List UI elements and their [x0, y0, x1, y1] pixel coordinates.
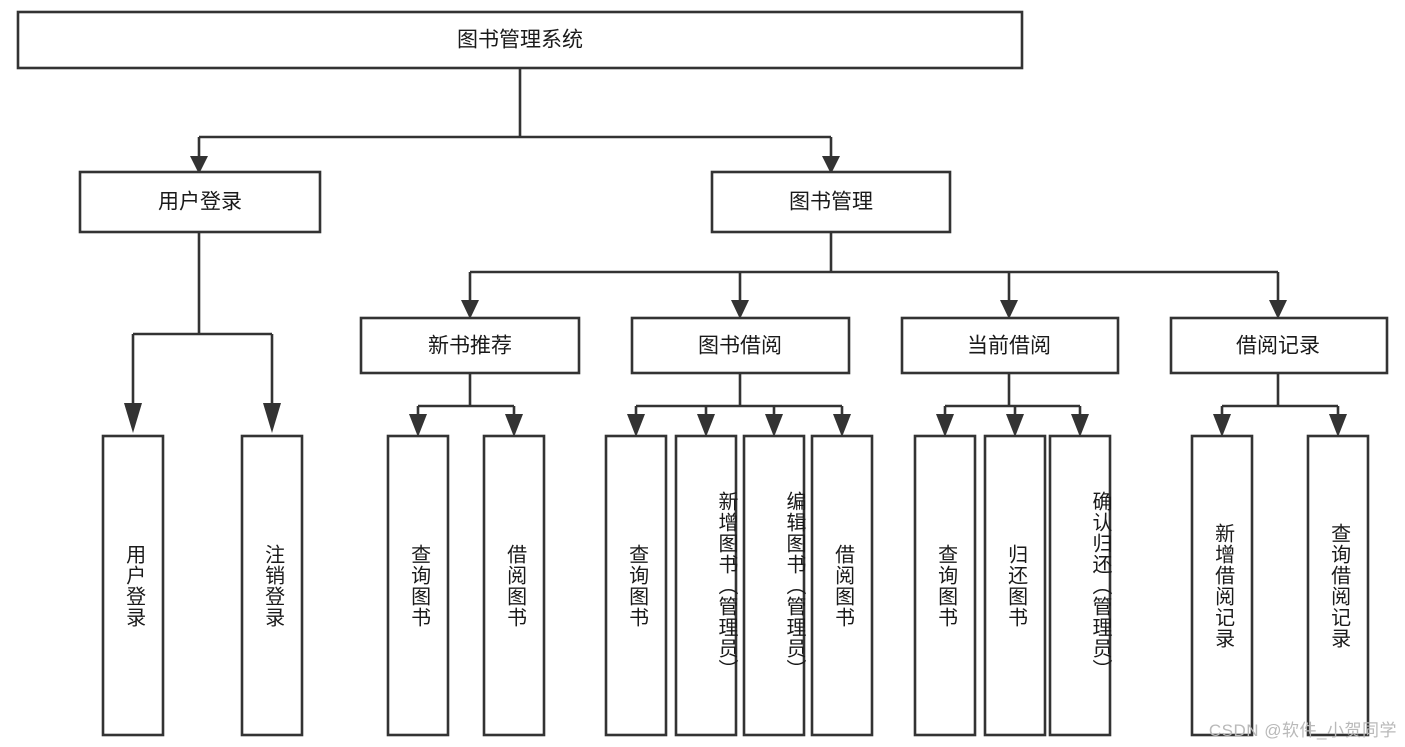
arrow-head-leaf-6	[697, 414, 715, 437]
node-book-borrow[interactable]: 图书借阅	[630, 316, 851, 375]
arrow-head-new-book-rec	[461, 300, 479, 319]
node-leaf-13-box[interactable]	[1306, 434, 1370, 737]
arrow-head-leaf-4	[505, 414, 523, 437]
arrow-head-leaf-2	[263, 403, 281, 433]
node-book-borrow-label: 图书借阅	[698, 335, 782, 358]
arrow-head-leaf-13	[1329, 414, 1347, 437]
node-book-mgmt-box[interactable]	[710, 170, 952, 234]
watermark-text: CSDN @软件_小贺同学	[1208, 721, 1397, 740]
arrow-head-leaf-9	[936, 414, 954, 437]
node-leaf-12-box[interactable]	[1190, 434, 1254, 737]
arrow-head-book-mgmt	[822, 156, 840, 174]
node-leaf-2-box[interactable]	[240, 434, 304, 737]
node-leaf-1-box[interactable]	[101, 434, 165, 737]
node-new-book-rec-label: 新书推荐	[428, 335, 512, 358]
node-book-mgmt[interactable]: 图书管理	[710, 170, 952, 234]
node-leaf-4-box[interactable]	[482, 434, 546, 737]
node-new-book-rec-box[interactable]	[359, 316, 581, 375]
node-book-borrow-box[interactable]	[630, 316, 851, 375]
node-book-mgmt-label: 图书管理	[789, 191, 873, 214]
arrow-head-leaf-7	[765, 414, 783, 437]
node-current-borrow-label: 当前借阅	[967, 335, 1051, 358]
node-leaf-10-box[interactable]	[983, 434, 1047, 737]
arrow-head-leaf-3	[409, 414, 427, 437]
node-root-box[interactable]	[16, 10, 1024, 70]
arrow-head-leaf-10	[1006, 414, 1024, 437]
node-borrow-record-box[interactable]	[1169, 316, 1389, 375]
node-new-book-rec[interactable]: 新书推荐	[359, 316, 581, 375]
arrow-head-user-login	[190, 156, 208, 174]
node-root-label: 图书管理系统	[457, 29, 583, 52]
node-user-login-box[interactable]	[78, 170, 322, 234]
connectors-group	[124, 68, 1347, 437]
arrow-head-leaf-5	[627, 414, 645, 437]
node-current-borrow-box[interactable]	[900, 316, 1120, 375]
arrow-head-leaf-12	[1213, 414, 1231, 437]
node-leaf-11-box[interactable]	[1048, 434, 1112, 737]
node-leaf-9-box[interactable]	[913, 434, 977, 737]
leaf-boxes-group	[101, 434, 1370, 737]
arrow-head-leaf-8	[833, 414, 851, 437]
arrow-head-leaf-11	[1071, 414, 1089, 437]
node-leaf-3-box[interactable]	[386, 434, 450, 737]
node-user-login-label: 用户登录	[158, 191, 242, 214]
arrow-head-book-borrow	[731, 300, 749, 319]
node-current-borrow[interactable]: 当前借阅	[900, 316, 1120, 375]
node-root[interactable]: 图书管理系统	[16, 10, 1024, 70]
node-leaf-5-box[interactable]	[604, 434, 668, 737]
node-borrow-record[interactable]: 借阅记录	[1169, 316, 1389, 375]
arrow-head-current-borrow	[1000, 300, 1018, 319]
node-leaf-6-box[interactable]	[674, 434, 738, 737]
node-user-login[interactable]: 用户登录	[78, 170, 322, 234]
arrow-head-borrow-record	[1269, 300, 1287, 319]
node-leaf-7-box[interactable]	[742, 434, 806, 737]
arrow-head-leaf-1	[124, 403, 142, 433]
node-leaf-8-box[interactable]	[810, 434, 874, 737]
node-borrow-record-label: 借阅记录	[1236, 335, 1320, 358]
